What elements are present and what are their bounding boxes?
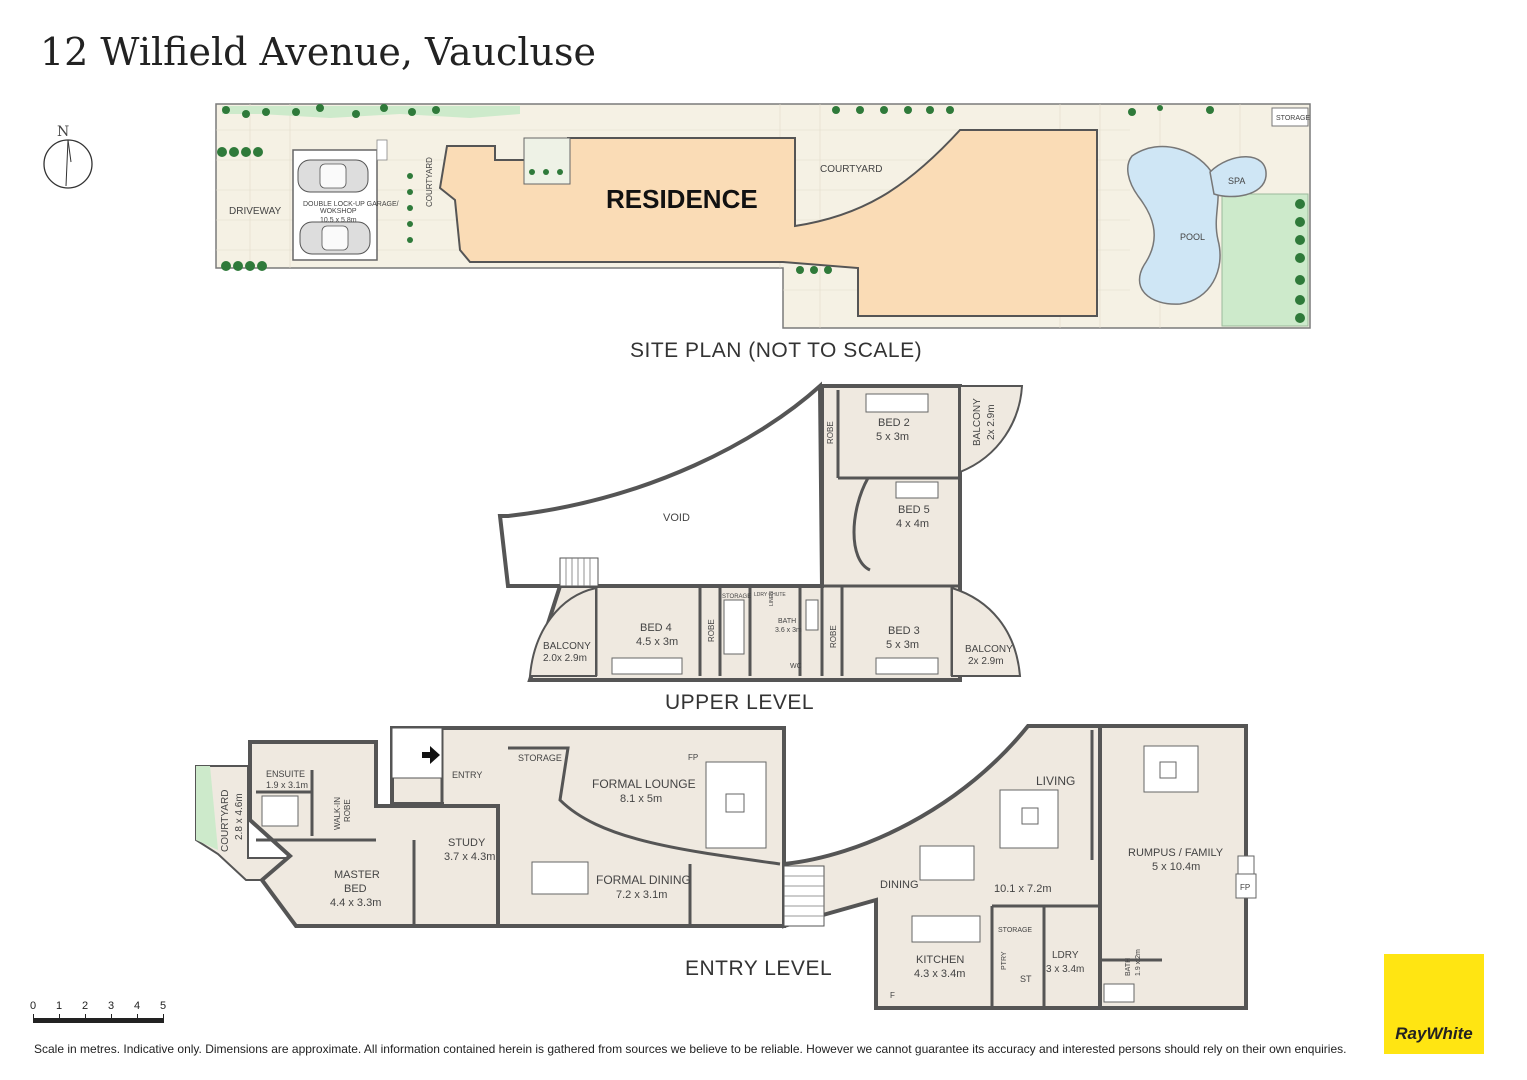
bed5-size: 4 x 4m (896, 518, 929, 530)
scale-tick-2: 2 (81, 1000, 89, 1012)
f-label: F (890, 991, 895, 1000)
balcony-left (528, 586, 597, 677)
entry-level-label: ENTRY LEVEL (685, 957, 833, 980)
formal-lounge-size: 8.1 x 5m (620, 793, 662, 805)
scale-tick-3: 3 (107, 1000, 115, 1012)
rumpus-size: 5 x 10.4m (1152, 861, 1200, 873)
master-bed-label-2: BED (344, 883, 367, 895)
bed5-label: BED 5 (898, 504, 930, 516)
spa (1209, 156, 1267, 198)
courtyard-size: 2.8 x 4.6m (234, 793, 245, 840)
bed4-label: BED 4 (640, 622, 672, 634)
balcony-right-label: BALCONY (965, 644, 1013, 655)
bath-label: BATH (1125, 958, 1132, 976)
garage-label-2: WOKSHOP (320, 208, 357, 215)
driveway-label: DRIVEWAY (229, 206, 282, 217)
linen-label: LINEN (769, 591, 775, 606)
fp-rumpus-label: FP (1240, 883, 1250, 892)
living-label: LIVING (1036, 774, 1075, 788)
bath-size: 3.6 x 3m (775, 627, 802, 634)
entry-label: ENTRY (452, 770, 482, 780)
disclaimer: Scale in metres. Indicative only. Dimens… (34, 1042, 1347, 1056)
north-label: N (57, 124, 69, 140)
residence-label: RESIDENCE (606, 184, 758, 214)
bed2-size: 5 x 3m (876, 431, 909, 443)
study-size: 3.7 x 4.3m (444, 851, 495, 863)
courtyard-label: COURTYARD (820, 164, 882, 175)
ensuite-size: 1.9 x 3.1m (266, 780, 308, 790)
balcony-top-label: BALCONY (972, 398, 983, 446)
living-size: 10.1 x 7.2m (994, 883, 1051, 895)
rumpus-label: RUMPUS / FAMILY (1128, 847, 1224, 859)
robe-label-top: ROBE (826, 421, 835, 444)
formal-lounge-label: FORMAL LOUNGE (592, 777, 696, 791)
car-icon (299, 221, 371, 255)
ldry-chute-label: LDRY CHUTE (754, 592, 786, 598)
courtyard-label: COURTYARD (220, 790, 231, 852)
ldry-size: 3 x 3.4m (1046, 964, 1084, 975)
storage-kitchen-label: STORAGE (998, 927, 1032, 934)
pool-label: POOL (1180, 232, 1205, 242)
upper-level-label: UPPER LEVEL (665, 691, 815, 714)
residence-footprint (438, 129, 1098, 317)
fp-label: FP (688, 753, 698, 762)
formal-dining-size: 7.2 x 3.1m (616, 889, 667, 901)
walkin-robe-label-2: ROBE (343, 799, 352, 822)
void-area (497, 381, 825, 588)
car-icon (297, 159, 369, 193)
formal-dining-label: FORMAL DINING (596, 873, 691, 887)
balcony-top-size: 2x 2.9m (986, 404, 997, 440)
north-arrow-icon: N (43, 124, 93, 189)
storage-label: STORAGE (722, 594, 751, 600)
ldry-label: LDRY (1052, 950, 1079, 961)
scale-tick-5: 5 (159, 1000, 167, 1012)
bath-size: 1.9 x 2m (1135, 949, 1142, 976)
bed2-label: BED 2 (878, 417, 910, 429)
raywhite-logo[interactable]: RayWhite (1384, 954, 1484, 1054)
balcony-right-size: 2x 2.9m (968, 656, 1004, 667)
void-label: VOID (663, 512, 690, 524)
scale-tick-0: 0 (29, 1000, 37, 1012)
kitchen-label: KITCHEN (916, 954, 964, 966)
site-plan-label: SITE PLAN (NOT TO SCALE) (630, 339, 923, 362)
master-bed-size: 4.4 x 3.3m (330, 897, 381, 909)
study-label: STUDY (448, 837, 486, 849)
scale-tick-1: 1 (55, 1000, 63, 1012)
ptry-label: PTRY (1001, 951, 1008, 970)
garage-label: DOUBLE LOCK-UP GARAGE/ (303, 201, 399, 208)
courtyard-side-label: COURTYARD (425, 157, 434, 207)
lawn-area (1221, 193, 1309, 327)
balcony-top (959, 385, 1024, 474)
walkin-robe-label: WALK-IN (333, 797, 342, 830)
page-title: 12 Wilfield Avenue, Vaucluse (40, 30, 596, 74)
balcony-left-size: 2.0x 2.9m (543, 653, 587, 664)
robe-label-right: ROBE (829, 625, 838, 648)
bath-label: BATH (778, 618, 796, 625)
scale-bar: 0 1 2 3 4 5 (30, 1000, 170, 1030)
robe-label-left: ROBE (707, 619, 716, 642)
kitchen-size: 4.3 x 3.4m (914, 968, 965, 980)
brand-name: RayWhite (1395, 1024, 1473, 1043)
dining-label: DINING (880, 879, 919, 891)
arrow-right-icon (422, 746, 440, 764)
scale-tick-4: 4 (133, 1000, 141, 1012)
st-label: ST (1020, 974, 1032, 984)
master-bed-label: MASTER (334, 869, 380, 881)
bed4-size: 4.5 x 3m (636, 636, 678, 648)
bed3-label: BED 3 (888, 625, 920, 637)
bed3-size: 5 x 3m (886, 639, 919, 651)
garage-size: 10.5 x 5.8m (320, 217, 357, 224)
storage-label: STORAGE (518, 753, 562, 763)
storage-label: STORAGE (1276, 115, 1310, 122)
balcony-right (951, 586, 1022, 677)
spa-label: SPA (1228, 176, 1245, 186)
ensuite-label: ENSUITE (266, 769, 305, 779)
wc-label: WC (790, 663, 802, 670)
balcony-left-label: BALCONY (543, 641, 591, 652)
